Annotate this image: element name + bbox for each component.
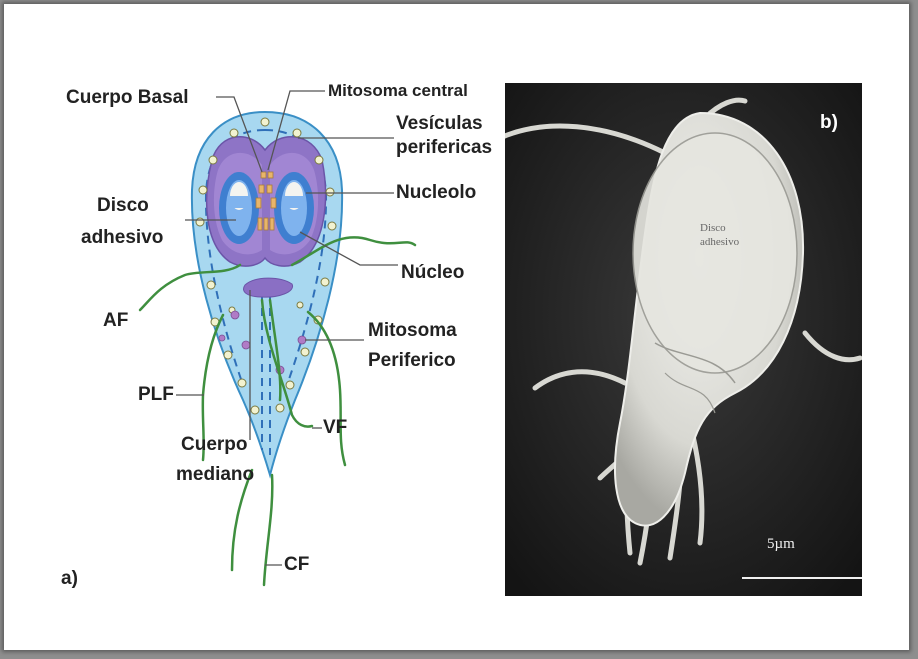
label-disco-1: Disco <box>97 195 149 217</box>
label-mitosoma-per-2: Periferico <box>368 350 456 372</box>
panel-label-a: a) <box>61 568 78 590</box>
label-cuerpo-mediano-2: mediano <box>176 464 254 486</box>
label-mitosoma-central: Mitosoma central <box>328 80 468 102</box>
label-vesiculas-2: perifericas <box>396 137 492 159</box>
label-af: AF <box>103 310 128 332</box>
label-cuerpo-basal: Cuerpo Basal <box>66 87 188 109</box>
label-mitosoma-per-1: Mitosoma <box>368 320 457 342</box>
panel-label-b: b) <box>820 112 838 134</box>
photo-label-adhesivo: adhesivo <box>700 236 739 248</box>
nucleus-right <box>274 172 314 244</box>
label-vf: VF <box>323 417 347 439</box>
label-cuerpo-mediano-1: Cuerpo <box>181 434 248 456</box>
label-nucleo: Núcleo <box>401 262 464 284</box>
label-vesiculas-1: Vesículas <box>396 113 483 135</box>
micrograph-photo <box>505 83 862 596</box>
label-cf: CF <box>284 554 309 576</box>
nucleus-left <box>219 172 259 244</box>
label-plf: PLF <box>138 384 174 406</box>
photo-label-disco: Disco <box>700 222 726 234</box>
scale-bar-label: 5µm <box>767 536 795 553</box>
label-disco-2: adhesivo <box>81 227 163 249</box>
label-nucleolo: Nucleolo <box>396 182 476 204</box>
